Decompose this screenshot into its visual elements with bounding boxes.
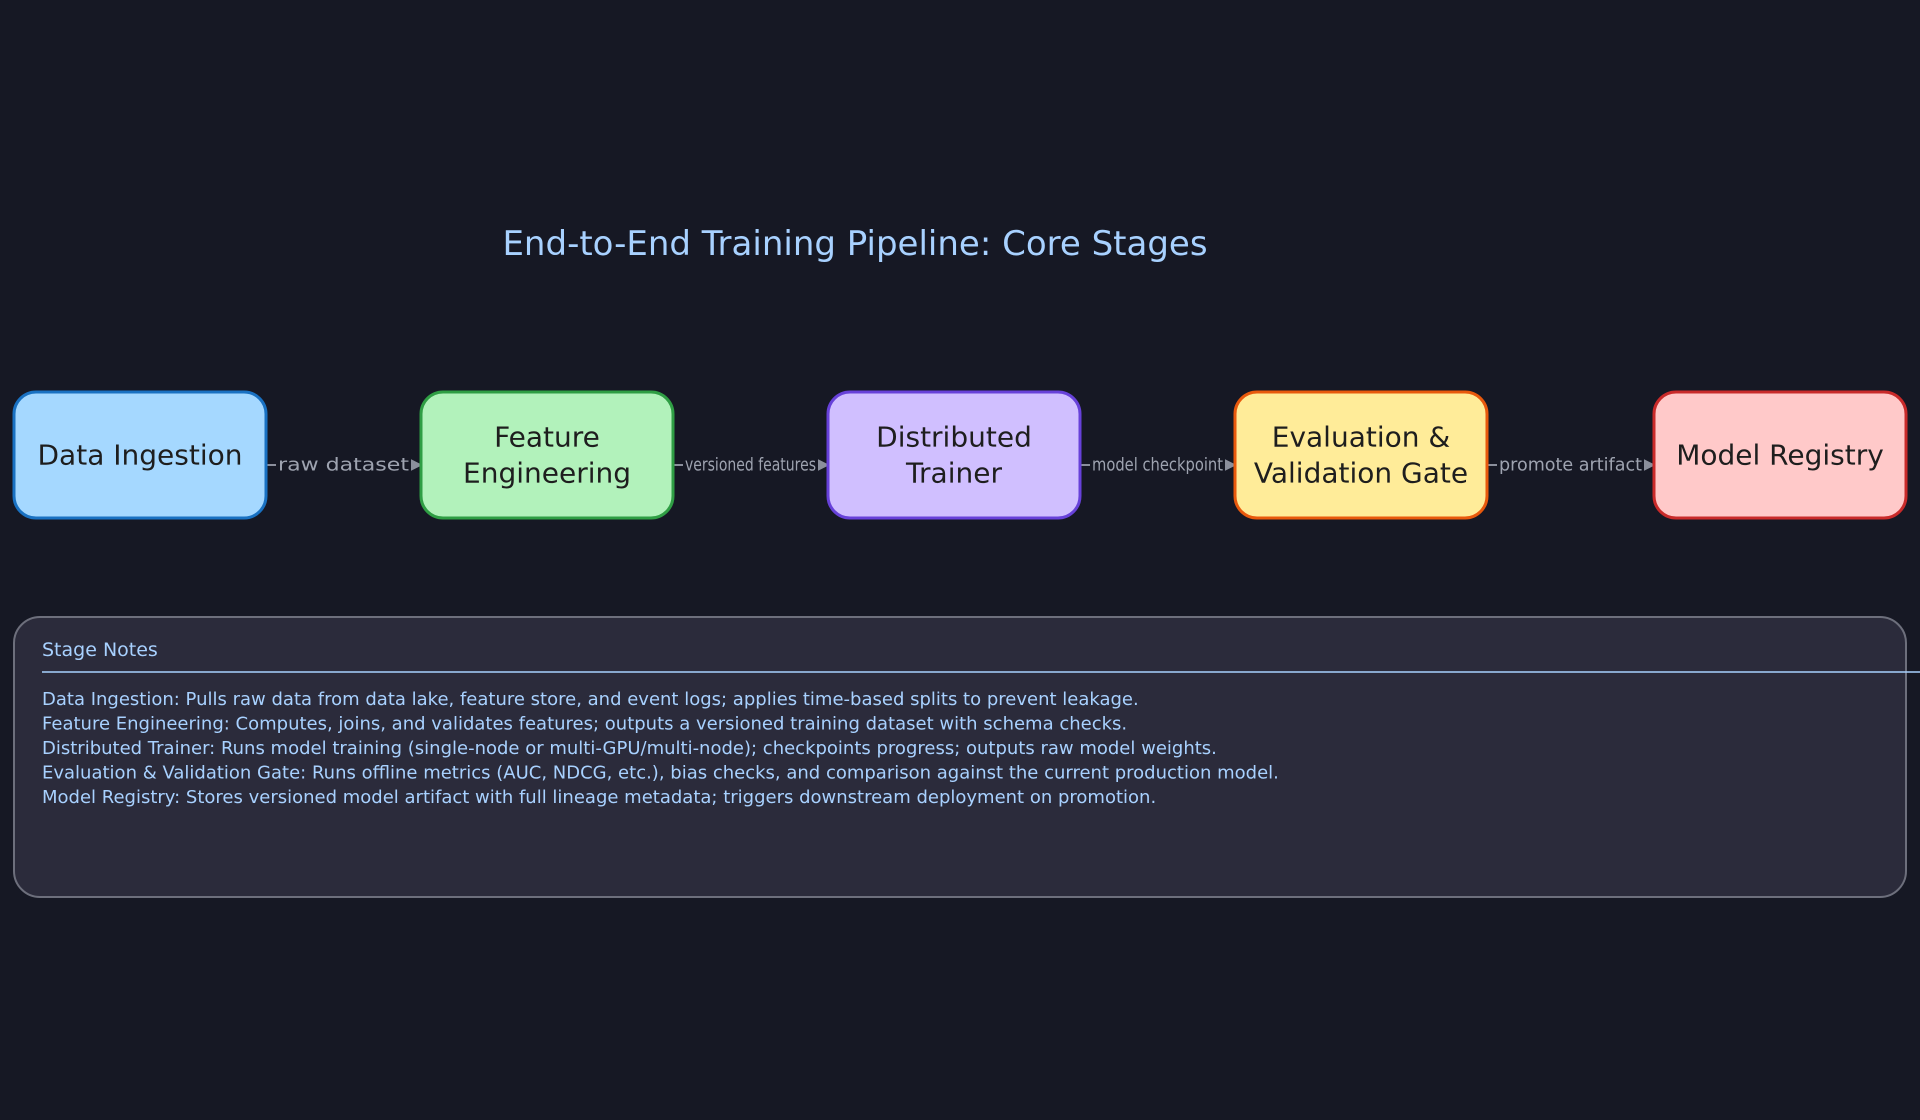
edge-label: raw dataset <box>278 455 409 476</box>
stage-note-line: Evaluation & Validation Gate: Runs offli… <box>42 763 1279 784</box>
stage-note-line: Distributed Trainer: Runs model training… <box>42 738 1217 759</box>
node-label-evaluation-gate: Evaluation & <box>1272 421 1450 454</box>
node-box-data-ingestion <box>12 390 268 520</box>
stage-note-line: Model Registry: Stores versioned model a… <box>42 787 1156 808</box>
node-label-feature-engineering: Feature <box>494 421 600 454</box>
node-label-data-ingestion: Data Ingestion <box>38 439 243 472</box>
stage-notes-lines: Data Ingestion: Pulls raw data from data… <box>42 689 1279 808</box>
node-label-evaluation-gate: Validation Gate <box>1254 457 1468 490</box>
node-box-distributed-trainer <box>826 390 1082 520</box>
edge-label-backdrop <box>1497 453 1644 477</box>
edge-label-backdrop <box>276 453 411 477</box>
stage-note-line: Data Ingestion: Pulls raw data from data… <box>42 689 1139 710</box>
stage-notes-heading: Stage Notes <box>42 639 158 661</box>
edge-label-backdrop <box>1090 453 1225 477</box>
edge-label: versioned features <box>685 455 816 476</box>
edge-label: promote artifact <box>1499 455 1642 476</box>
node-label-distributed-trainer: Trainer <box>905 457 1002 490</box>
edge-feature-engineering-to-distributed-trainer: versioned features <box>673 453 830 477</box>
node-data-ingestion: Data Ingestion <box>12 390 268 520</box>
edge-label-backdrop <box>683 453 818 477</box>
node-box-evaluation-gate <box>1233 390 1489 520</box>
node-label-model-registry: Model Registry <box>1676 439 1884 472</box>
stage-notes-box <box>13 616 1907 898</box>
node-model-registry: Model Registry <box>1652 390 1908 520</box>
edge-data-ingestion-to-feature-engineering: raw dataset <box>266 453 423 477</box>
edge-distributed-trainer-to-evaluation-gate: model checkpoint <box>1080 453 1237 477</box>
edge-evaluation-gate-to-model-registry: promote artifact <box>1487 453 1656 477</box>
edges-layer: raw dataset versioned features model check… <box>266 453 1656 477</box>
node-box-model-registry <box>1652 390 1908 520</box>
diagram-title: End-to-End Training Pipeline: Core Stage… <box>502 224 1207 264</box>
node-label-feature-engineering: Engineering <box>463 457 631 490</box>
stage-notes-panel: Stage Notes Data Ingestion: Pulls raw da… <box>13 616 1920 898</box>
stage-note-line: Feature Engineering: Computes, joins, an… <box>42 714 1127 735</box>
node-evaluation-gate: Evaluation &Validation Gate <box>1233 390 1489 520</box>
edge-label: model checkpoint <box>1092 455 1223 476</box>
node-box-feature-engineering <box>419 390 675 520</box>
node-label-distributed-trainer: Distributed <box>876 421 1032 454</box>
